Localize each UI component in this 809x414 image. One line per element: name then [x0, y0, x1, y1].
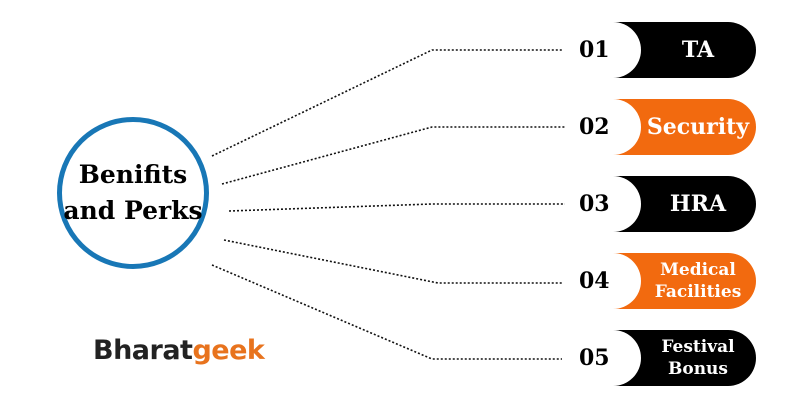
benefit-item-ta: TA 01 [565, 22, 756, 78]
logo-part-bharat: Bharat [93, 335, 193, 366]
benefit-number: 01 [579, 37, 610, 63]
logo-part-geek: geek [192, 335, 265, 366]
benefit-label-line1: Festival [661, 337, 735, 357]
connector-line-05 [211, 264, 562, 360]
connector-line-04 [223, 239, 562, 284]
number-badge [565, 99, 641, 155]
benefit-label: Festival Bonus [661, 336, 734, 380]
number-badge [565, 22, 641, 78]
number-badge [565, 253, 641, 309]
benefit-label: TA [681, 37, 715, 63]
benefit-pill: Festival Bonus [612, 330, 756, 386]
center-circle: Benifits and Perks [57, 117, 209, 269]
connector-line-03 [228, 203, 568, 212]
benefit-number: 05 [579, 345, 610, 371]
benefit-label: HRA [669, 191, 727, 217]
benefit-label-line1: Medical [660, 260, 736, 280]
number-badge [565, 330, 641, 386]
benefit-label: Security [646, 114, 750, 140]
benefit-number: 02 [579, 114, 610, 140]
bharatgeek-logo: Bharatgeek [93, 335, 265, 366]
benefit-label-line2: Bonus [667, 359, 728, 379]
benefit-label: Medical Facilities [655, 259, 742, 303]
benefit-item-festival-bonus: Festival Bonus 05 [565, 330, 756, 386]
benefit-item-hra: HRA 03 [565, 176, 756, 232]
benefit-item-medical-facilities: Medical Facilities 04 [565, 253, 756, 309]
center-title-line2: and Perks [63, 196, 203, 225]
benefit-number: 04 [579, 268, 610, 294]
center-title-line1: Benifits [78, 160, 188, 189]
number-badge [565, 176, 641, 232]
benefit-item-security: Security 02 [565, 99, 756, 155]
benefit-label-line2: Facilities [654, 282, 742, 302]
connector-line-02 [221, 126, 568, 185]
connector-line-01 [211, 49, 562, 157]
benefit-number: 03 [579, 191, 610, 217]
